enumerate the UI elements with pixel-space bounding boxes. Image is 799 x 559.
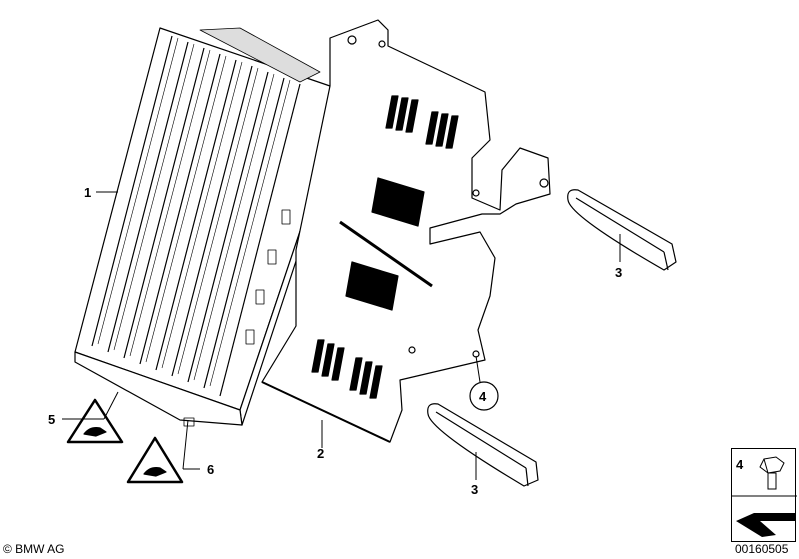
callout-strip-upper: 3 bbox=[615, 265, 622, 280]
legend-graphic: 4 bbox=[732, 456, 797, 537]
fastener-legend: 4 bbox=[731, 448, 797, 542]
diagram-number: 00160505 bbox=[735, 542, 789, 556]
diagonal-arrow-icon bbox=[736, 513, 796, 537]
callout-warning-a: 5 bbox=[48, 412, 55, 427]
callout-amplifier: 1 bbox=[84, 185, 91, 200]
strip-lower bbox=[427, 403, 539, 487]
strip-upper bbox=[567, 189, 677, 271]
callout-warning-b: 6 bbox=[207, 462, 214, 477]
copyright-text: © BMW AG bbox=[3, 542, 65, 556]
callout-strip-lower: 3 bbox=[471, 482, 478, 497]
leader-lines bbox=[62, 191, 621, 480]
hex-bolt-icon bbox=[759, 456, 785, 490]
bolt-callout-circle bbox=[469, 381, 499, 411]
warning-label-b bbox=[126, 436, 184, 484]
mounting-bracket bbox=[261, 19, 551, 443]
callout-bolt: 4 bbox=[479, 389, 487, 404]
legend-number: 4 bbox=[736, 457, 744, 472]
callout-bracket: 2 bbox=[317, 446, 324, 461]
warning-label-a bbox=[66, 398, 124, 444]
